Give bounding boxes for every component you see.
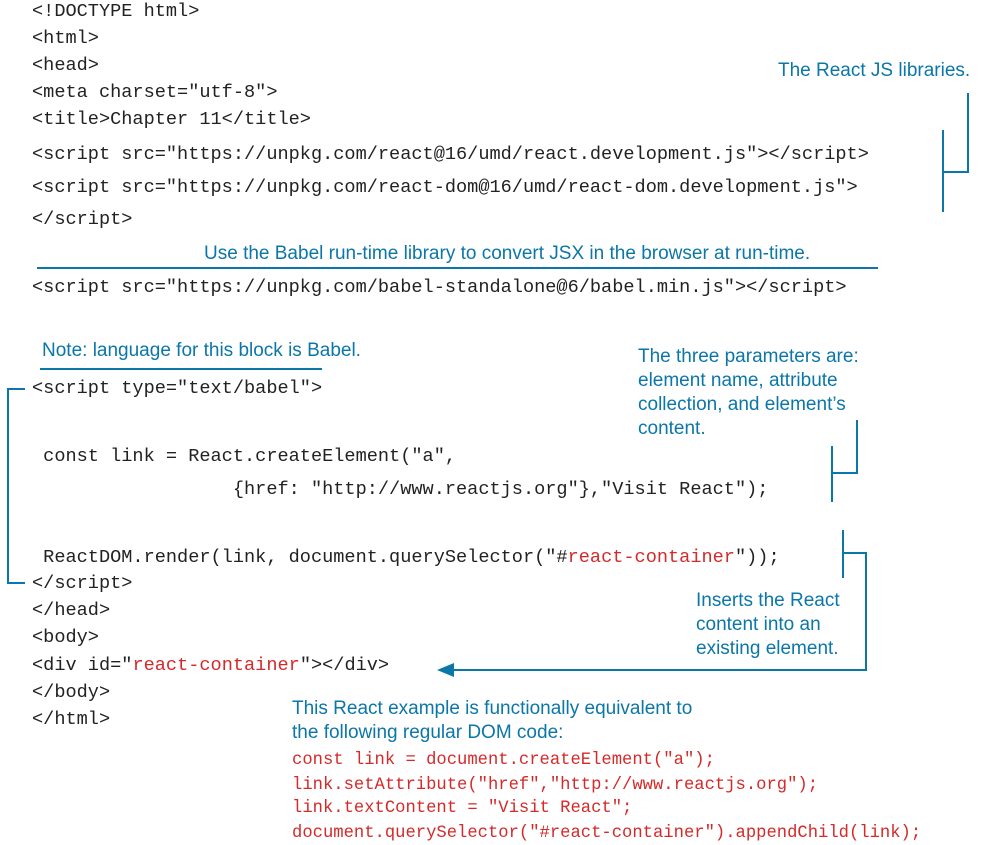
equivalent-code-line: const link = document.createElement("a")… [292,751,715,770]
code-segment: ")); [734,547,780,568]
code-line: <head> [32,55,99,76]
code-segment: "></div> [299,655,390,676]
code-line: <body> [32,627,99,648]
code-segment: ReactDOM.render(link, document.querySele… [32,547,568,568]
code-line-render: ReactDOM.render(link, document.querySele… [32,547,780,569]
code-line-create-element: const link = React.createElement("a", [32,446,457,467]
annotation-note: Note: language for this block is Babel. [42,340,361,361]
code-line: </html> [32,709,111,730]
code-line-create-element-args: {href: "http://www.reactjs.org"},"Visit … [32,479,769,500]
equivalent-code-line: link.textContent = "Visit React"; [292,799,633,818]
libraries-bracket [942,93,969,212]
annotation-libraries: The React JS libraries. [778,60,971,81]
annotation-equivalent: This React example is functionally equiv… [292,698,693,743]
code-line: </script> [32,209,133,230]
code-segment: <div id=" [32,655,133,676]
highlighted-id: react-container [132,655,300,676]
annotation-babel: Use the Babel run-time library to conver… [204,243,811,264]
parameters-bracket [831,420,858,502]
code-line: <meta charset="utf-8"> [32,82,278,103]
code-line: </head> [32,600,111,621]
highlighted-id: react-container [567,547,735,568]
babel-block-bracket [7,388,25,584]
equivalent-code-line: link.setAttribute("href","http://www.rea… [292,776,819,795]
code-line: <html> [32,28,99,49]
code-line-babel-block-open: <script type="text/babel"> [32,378,323,399]
code-line-react-dom-script: <script src="https://unpkg.com/react-dom… [32,177,858,198]
equivalent-code-line: document.querySelector("#react-container… [292,824,922,843]
code-line: </script> [32,573,133,594]
code-line: </body> [32,682,111,703]
inserts-connector [452,530,867,671]
annotation-inserts: Inserts the React content into an existi… [696,590,840,659]
annotation-parameters: The three parameters are: element name, … [638,346,859,439]
code-line-container-div: <div id="react-container"></div> [32,655,389,677]
code-line: <!DOCTYPE html> [32,1,200,22]
code-line-babel-script: <script src="https://unpkg.com/babel-sta… [32,277,847,298]
code-line: <title>Chapter 11</title> [32,109,311,130]
arrowhead-icon [437,663,454,677]
code-line-react-script: <script src="https://unpkg.com/react@16/… [32,144,869,165]
